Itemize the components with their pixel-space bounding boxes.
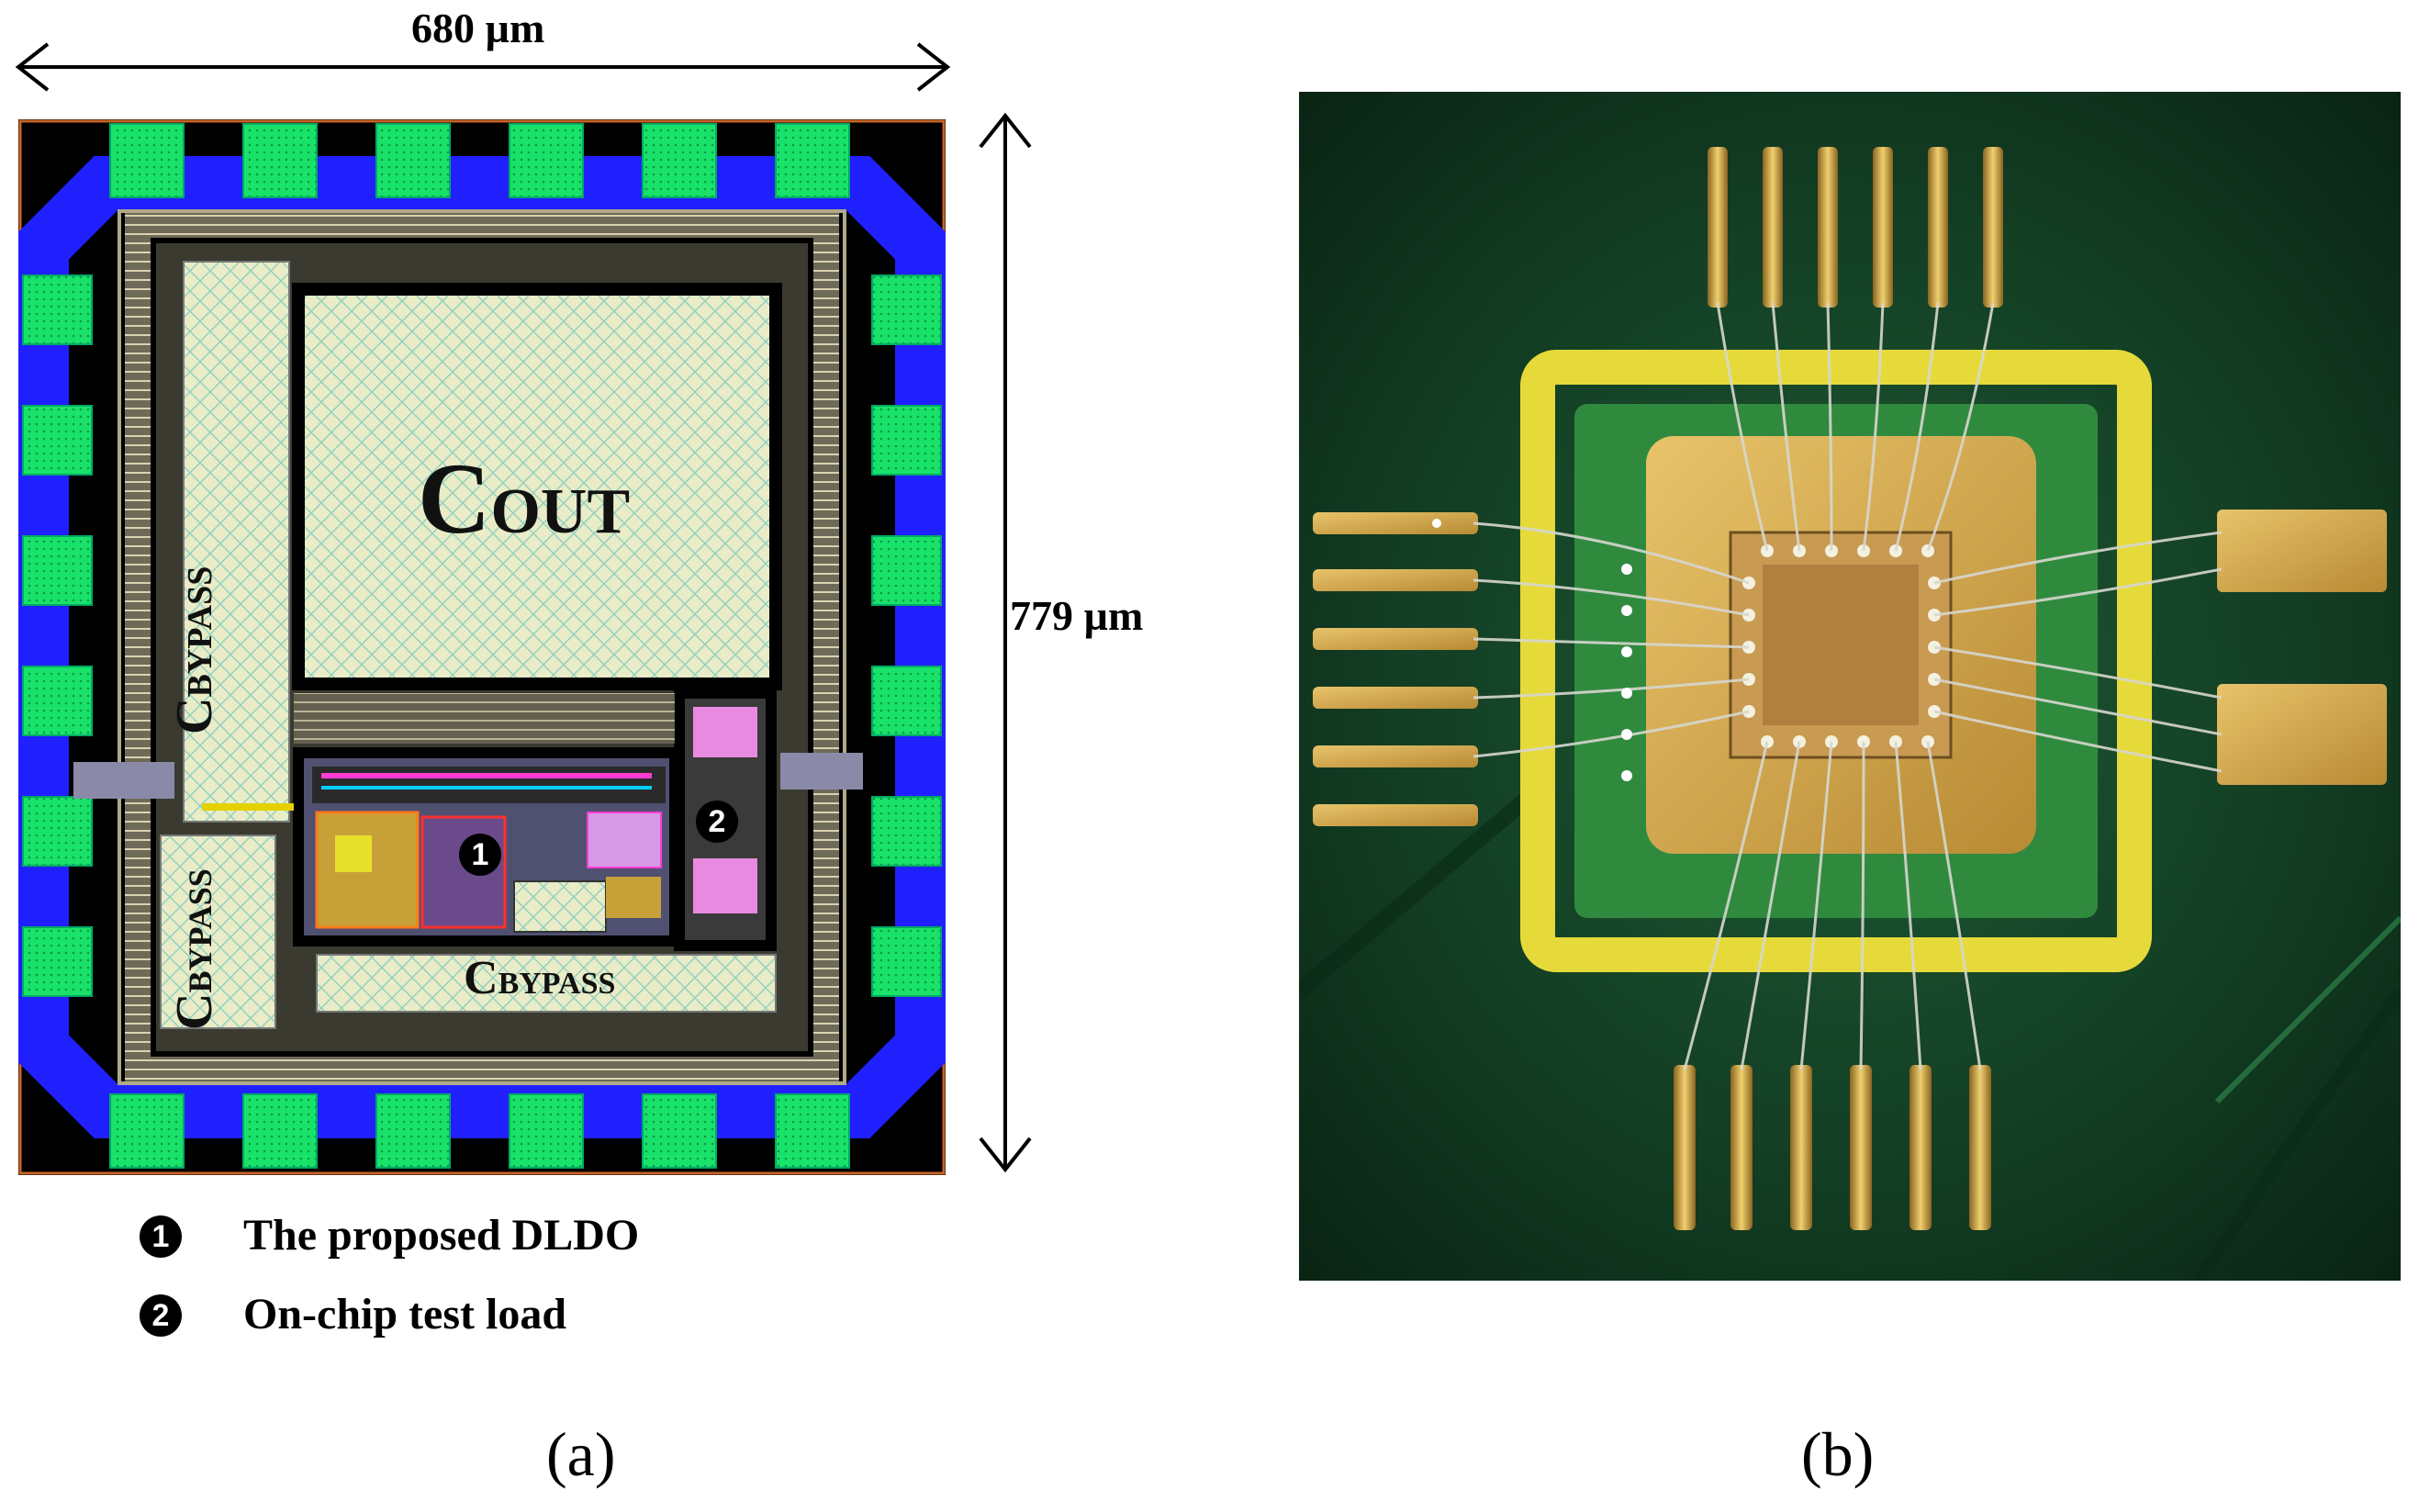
legend-text-2: On-chip test load — [243, 1290, 567, 1338]
legend-marker-1: 1 — [140, 1215, 182, 1258]
cbypass-label-bottom: CBYPASS — [464, 952, 616, 1004]
die-photo — [1299, 92, 2401, 1281]
cbypass-label-bottom-left: CBYPASS — [166, 868, 223, 1030]
bottom-pads — [109, 1093, 850, 1169]
caption-b: (b) — [1801, 1419, 1875, 1489]
width-dimension-label: 680 µm — [411, 5, 545, 51]
caption-a: (a) — [546, 1419, 616, 1489]
marker-1: 1 — [459, 834, 501, 876]
top-pads — [109, 123, 850, 198]
right-pads — [871, 274, 942, 997]
height-dimension-label: 779 µm — [1010, 592, 1144, 639]
marker-2: 2 — [696, 801, 738, 843]
legend-marker-2: 2 — [140, 1294, 182, 1337]
width-dimension-arrow — [15, 42, 951, 92]
height-dimension-arrow — [979, 112, 1032, 1173]
chip-layout — [18, 119, 946, 1175]
left-pads — [22, 274, 93, 997]
cout-label: COUT — [418, 442, 631, 554]
cbypass-label-left: CBYPASS — [166, 566, 223, 734]
legend-text-1: The proposed DLDO — [243, 1211, 640, 1260]
